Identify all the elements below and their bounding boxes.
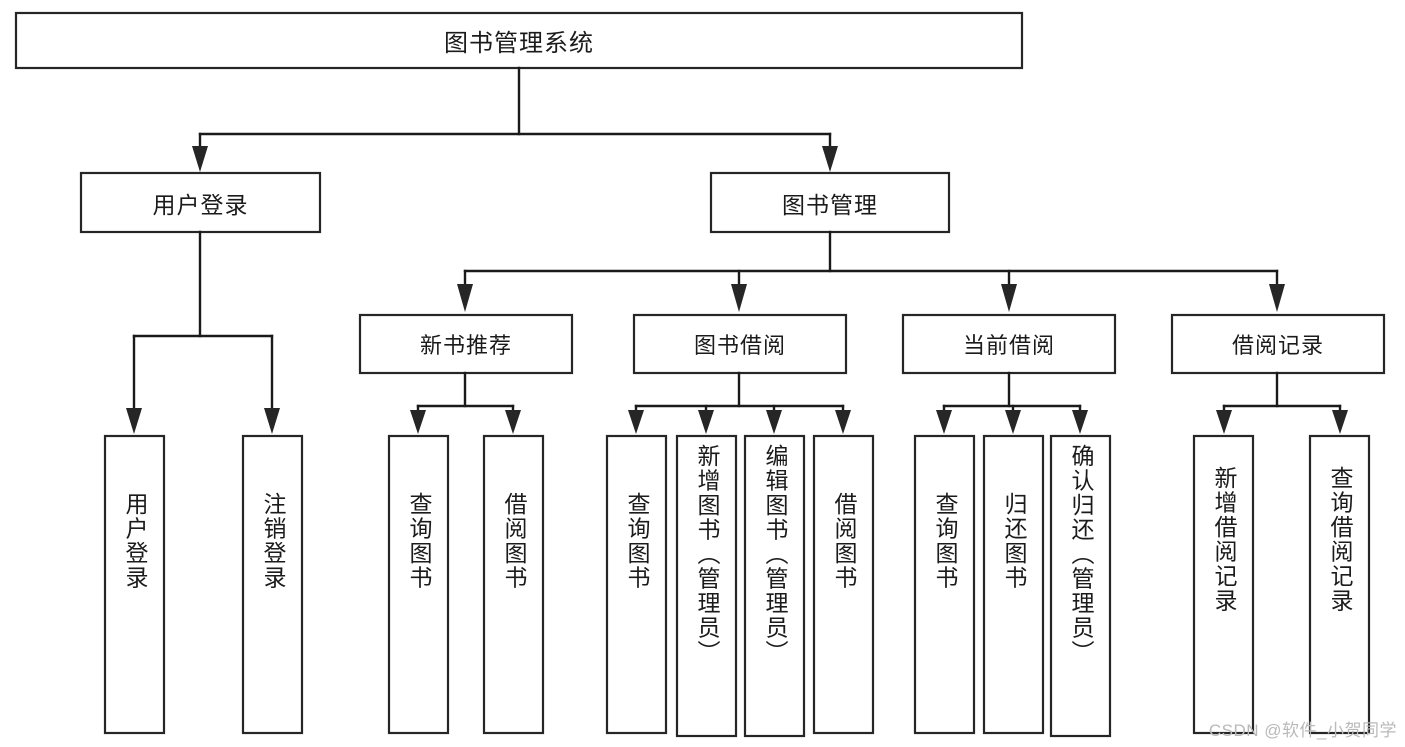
arrow-to-leaf-bb-add-book bbox=[698, 410, 714, 434]
node-leaf-cb-query-book-box[interactable] bbox=[913, 434, 976, 735]
node-user-login-box[interactable] bbox=[79, 171, 322, 234]
node-leaf-nbr-query-book-box[interactable] bbox=[387, 434, 450, 735]
arrow-to-leaf-nbr-borrow-book bbox=[505, 410, 521, 434]
arrow-to-leaf-bb-query-book bbox=[628, 410, 644, 434]
arrow-to-leaf-br-add-record bbox=[1216, 410, 1232, 434]
arrow-to-leaf-nbr-query-book bbox=[410, 410, 426, 434]
node-leaf-bb-borrow-book-box[interactable] bbox=[812, 434, 875, 735]
node-leaf-bb-add-book-box[interactable] bbox=[675, 434, 738, 738]
arrow-to-leaf-br-query-record bbox=[1332, 410, 1348, 434]
arrow-to-new-book-recommend bbox=[457, 284, 473, 312]
arrow-to-user-login bbox=[192, 146, 208, 172]
arrow-to-leaf-bb-edit-book bbox=[766, 410, 782, 434]
arrow-to-borrow-records bbox=[1269, 284, 1285, 312]
node-root-box[interactable] bbox=[14, 11, 1024, 70]
node-leaf-bb-edit-book-box[interactable] bbox=[743, 434, 806, 738]
arrow-to-leaf-cb-return-book bbox=[1005, 410, 1021, 434]
arrow-to-leaf-cb-query-book bbox=[936, 410, 952, 434]
node-current-borrow-box[interactable] bbox=[901, 313, 1117, 375]
node-borrow-records-box[interactable] bbox=[1170, 313, 1386, 375]
arrow-to-leaf-logout bbox=[264, 408, 280, 434]
node-leaf-user-login-box[interactable] bbox=[103, 434, 166, 735]
node-book-manage-box[interactable] bbox=[709, 171, 951, 234]
node-leaf-br-query-record-box[interactable] bbox=[1308, 434, 1371, 735]
node-leaf-nbr-borrow-book-box[interactable] bbox=[482, 434, 545, 735]
arrow-to-leaf-cb-confirm-return bbox=[1072, 410, 1088, 434]
node-leaf-bb-query-book-box[interactable] bbox=[605, 434, 668, 735]
node-new-book-recommend-box[interactable] bbox=[358, 313, 574, 375]
node-leaf-br-add-record-box[interactable] bbox=[1192, 434, 1255, 735]
node-leaf-cb-confirm-return-box[interactable] bbox=[1049, 434, 1112, 738]
arrow-to-leaf-user-login bbox=[126, 408, 142, 434]
node-leaf-cb-return-book-box[interactable] bbox=[982, 434, 1045, 735]
node-leaf-logout-box[interactable] bbox=[241, 434, 304, 735]
arrow-to-book-borrow bbox=[731, 284, 747, 312]
node-book-borrow-box[interactable] bbox=[632, 313, 848, 375]
arrow-to-current-borrow bbox=[1001, 284, 1017, 312]
watermark-text: CSDN @软件_小贺同学 bbox=[1208, 721, 1397, 740]
arrow-to-leaf-bb-borrow-book bbox=[835, 410, 851, 434]
arrow-to-book-manage bbox=[822, 146, 838, 172]
